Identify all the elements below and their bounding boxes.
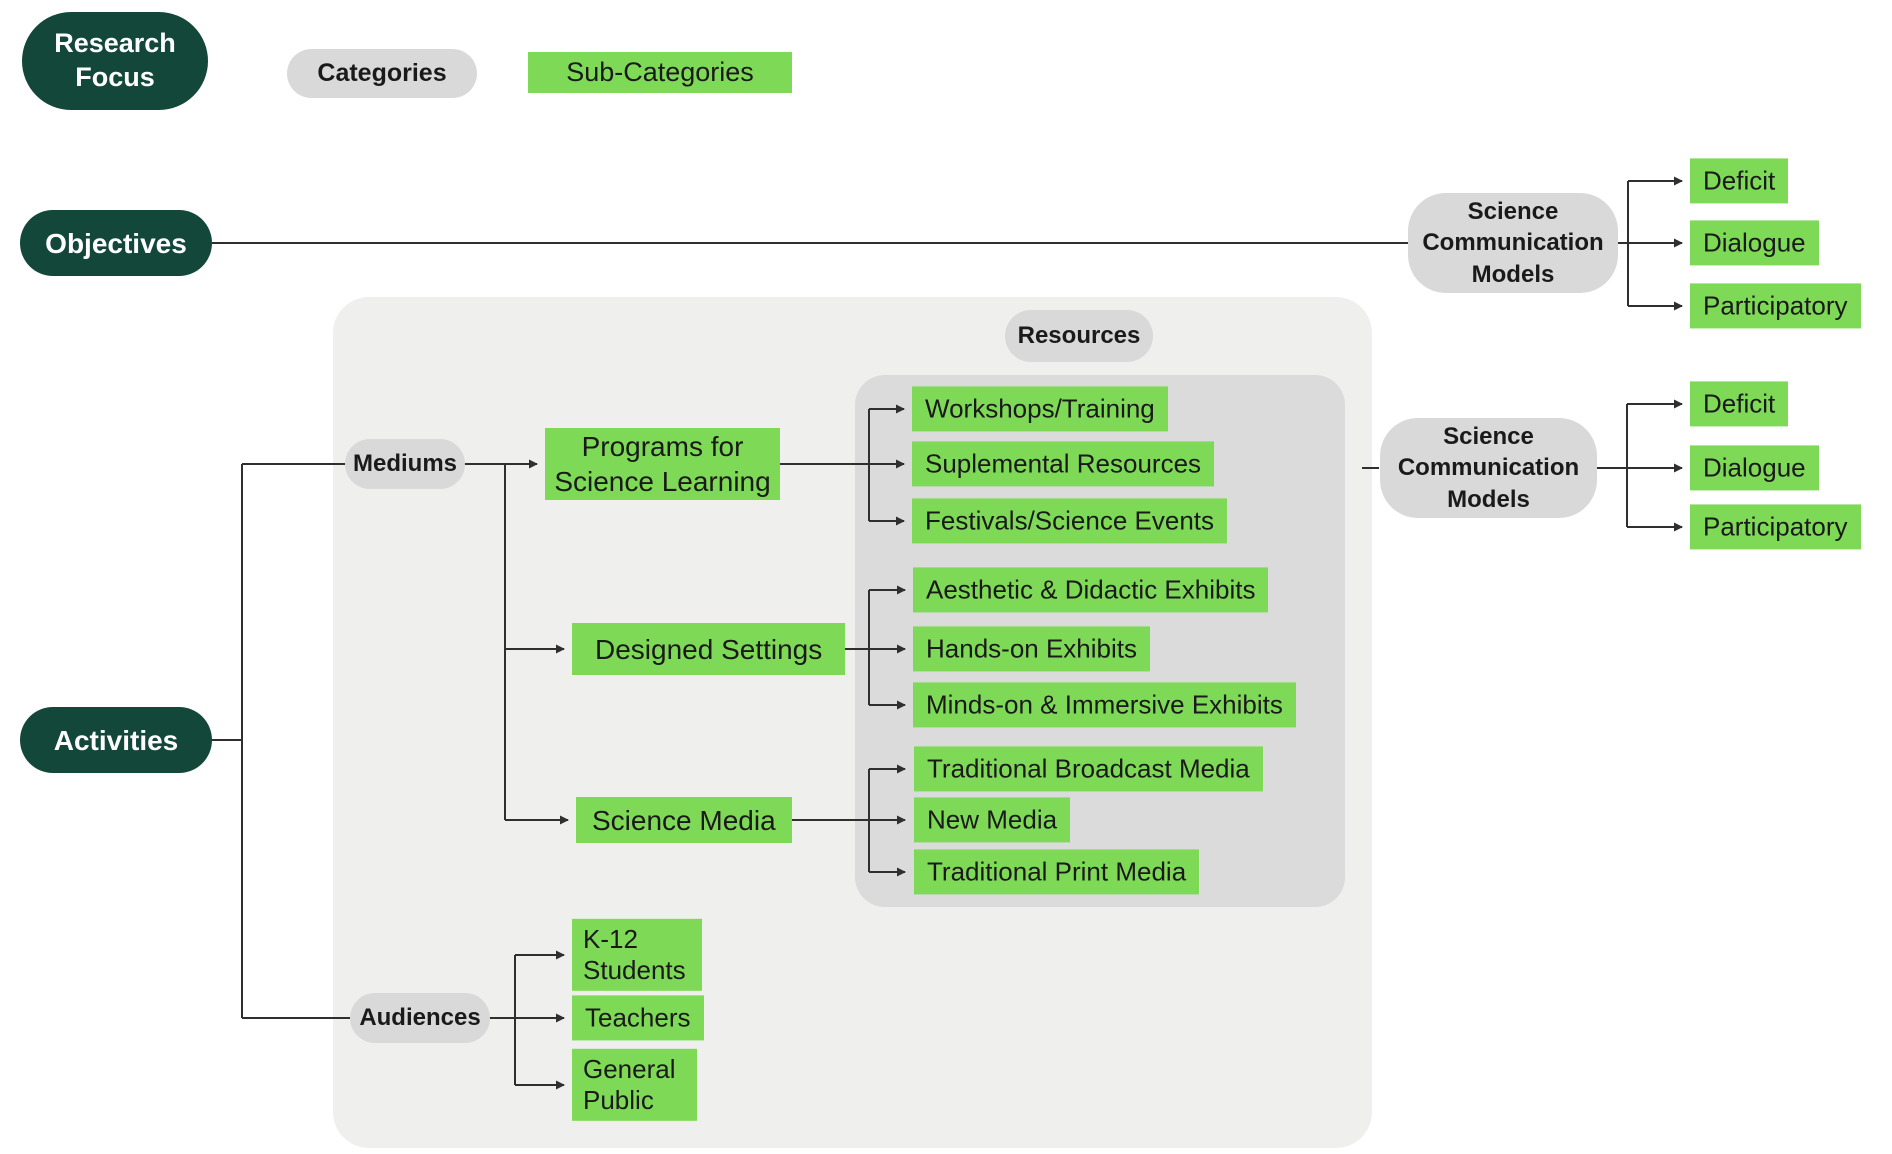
sub-hands-on-exhibits: Hands-on Exhibits xyxy=(913,626,1150,672)
sub-workshops-training: Workshops/Training xyxy=(912,386,1168,432)
activities-node: Activities xyxy=(20,707,212,773)
objectives-node: Objectives xyxy=(20,210,212,276)
sub-traditional-print-media: Traditional Print Media xyxy=(914,849,1200,895)
scm-right-participatory-box: Participatory xyxy=(1690,504,1861,550)
legend-categories: Categories xyxy=(287,49,477,98)
scm-top-node: Science Communication Models xyxy=(1408,193,1618,293)
sub-new-media: New Media xyxy=(914,797,1071,843)
scm-top-dialogue-box: Dialogue xyxy=(1690,220,1819,266)
mediums-node: Mediums xyxy=(345,439,465,489)
sub-suplemental-resources: Suplemental Resources xyxy=(912,441,1215,487)
sub-minds-on-immersive-exhibits: Minds-on & Immersive Exhibits xyxy=(913,682,1296,728)
legend-sub-categories: Sub-Categories xyxy=(528,52,792,93)
audience-general-public: General Public xyxy=(572,1048,697,1122)
scm-right-dialogue-box: Dialogue xyxy=(1690,445,1819,491)
sub-festivals-science-events: Festivals/Science Events xyxy=(912,498,1228,544)
resources-label: Resources xyxy=(1005,310,1153,362)
category-designed-settings: Designed Settings xyxy=(572,623,846,675)
audience-teachers: Teachers xyxy=(572,995,704,1041)
category-science-media: Science Media xyxy=(576,797,792,843)
scm-right-node: Science Communication Models xyxy=(1380,418,1597,518)
scm-top-deficit-box: Deficit xyxy=(1690,158,1789,204)
audiences-node: Audiences xyxy=(350,993,490,1043)
sub-traditional-broadcast-media: Traditional Broadcast Media xyxy=(914,746,1263,792)
scm-top-participatory-box: Participatory xyxy=(1690,283,1861,329)
sub-aesthetic-didactic-exhibits: Aesthetic & Didactic Exhibits xyxy=(913,567,1269,613)
audience-k12-students: K-12 Students xyxy=(572,918,702,992)
legend-research-focus: Research Focus xyxy=(22,12,208,110)
scm-right-deficit-box: Deficit xyxy=(1690,381,1789,427)
category-programs-science-learning: Programs for Science Learning xyxy=(545,428,780,500)
